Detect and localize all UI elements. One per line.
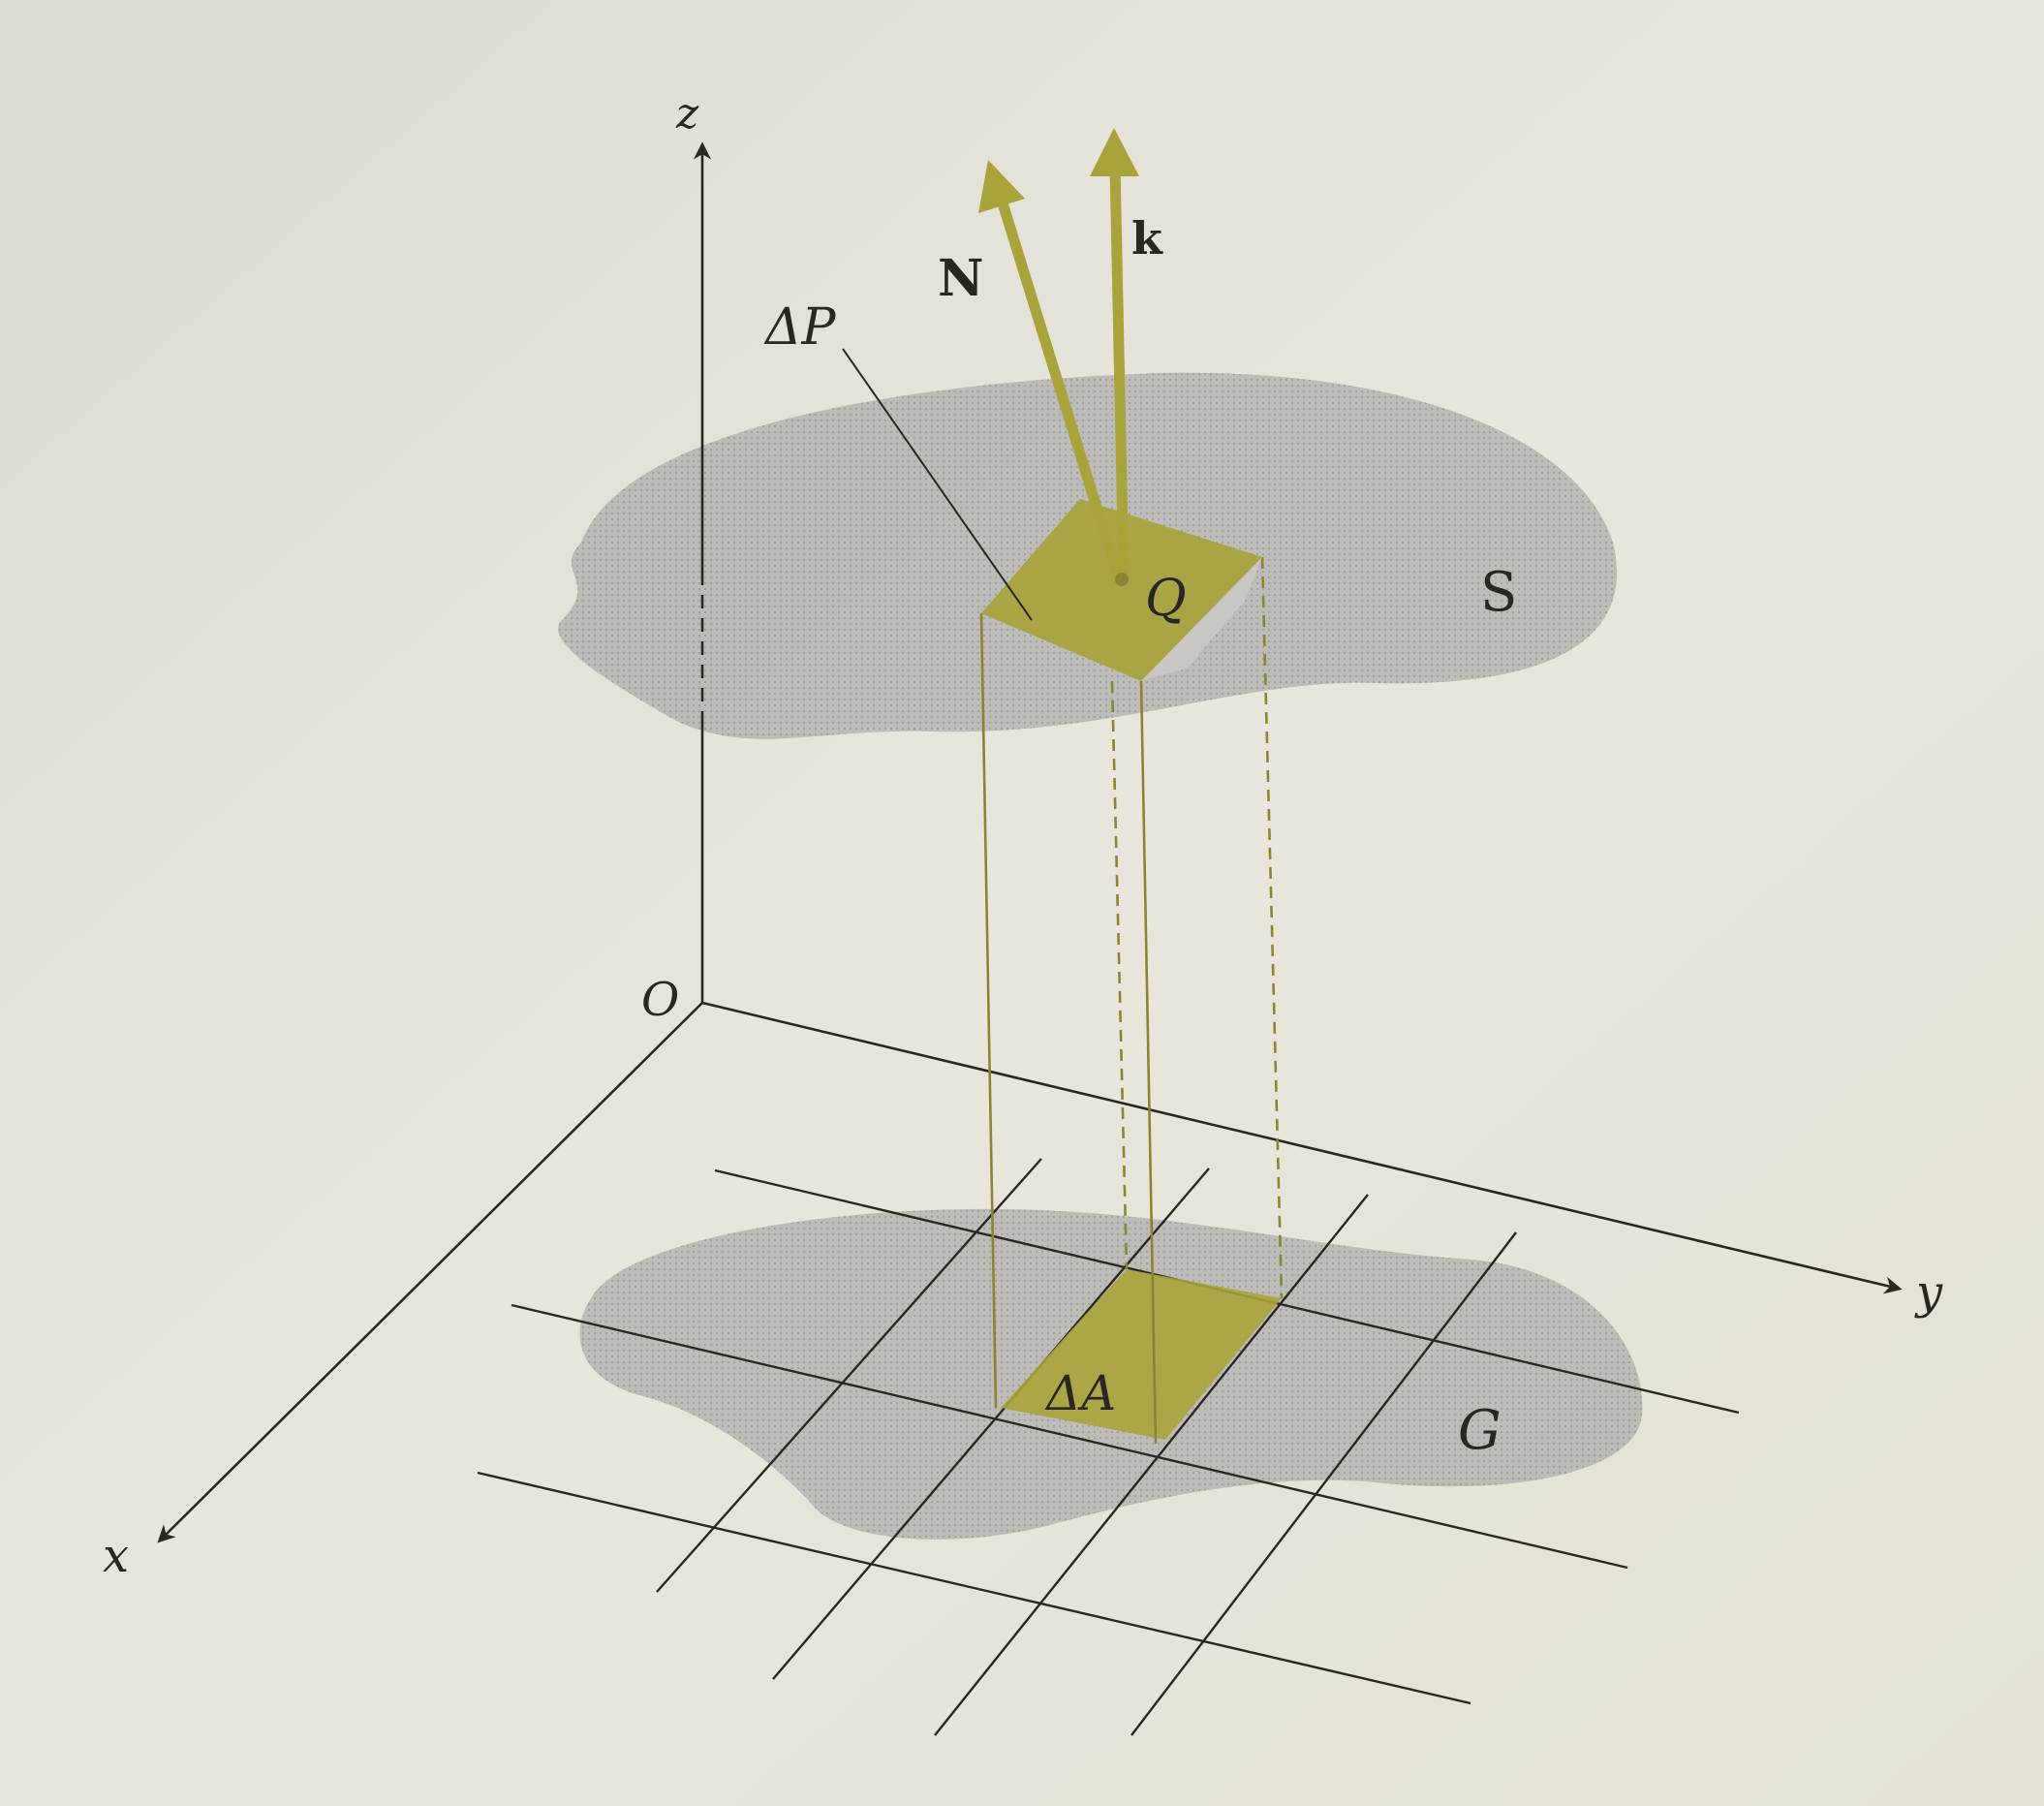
area-element-patch	[1001, 1269, 1282, 1440]
surface-patch-shadow	[1141, 557, 1262, 681]
column-edge	[1110, 680, 1129, 1270]
column-edge	[1139, 680, 1158, 1445]
y-axis-label: y	[1914, 1265, 1943, 1320]
origin-label: O	[641, 973, 679, 1027]
surface-s-label: S	[1480, 561, 1517, 624]
unit-vector-k-arrow	[1090, 128, 1139, 585]
grid-lines	[477, 1158, 1740, 1736]
grid-line	[477, 1471, 1471, 1705]
grid-line	[934, 1194, 1369, 1736]
column-edge	[1260, 556, 1284, 1299]
unit-vector-label: k	[1131, 212, 1163, 265]
column-edge	[979, 612, 998, 1409]
point-q-label: Q	[1145, 570, 1187, 628]
surface-patch	[981, 499, 1262, 681]
normal-vector-n-arrow	[978, 160, 1125, 585]
projection-column	[979, 556, 1284, 1445]
point-q-dot	[1115, 573, 1129, 586]
grid-line	[772, 1168, 1210, 1680]
grid-line	[656, 1158, 1042, 1593]
surface-patch-label: ΔP	[763, 298, 837, 357]
x-axis-line	[157, 1002, 703, 1543]
normal-vector-label: N	[938, 249, 984, 308]
coordinate-axes	[157, 141, 1903, 1543]
surface-patch-leader-line	[842, 348, 1033, 621]
z-axis-label: z	[675, 89, 699, 139]
area-element-label: ΔA	[1044, 1365, 1116, 1421]
x-axis-label: x	[103, 1529, 129, 1583]
grid-line	[511, 1303, 1628, 1570]
grid-line	[1130, 1231, 1517, 1736]
y-axis-line	[701, 1001, 1903, 1294]
region-g-label: G	[1458, 1399, 1502, 1462]
